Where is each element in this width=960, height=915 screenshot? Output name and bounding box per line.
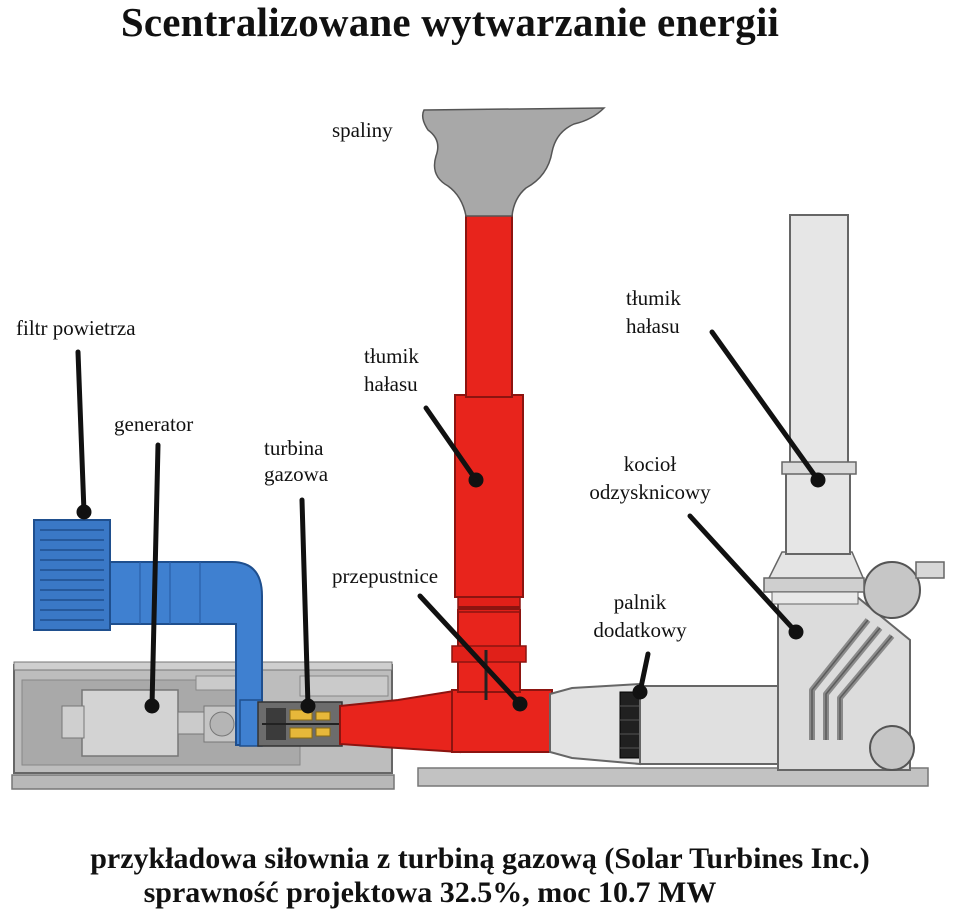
label-gas-turbine-line1: turbina xyxy=(264,436,324,460)
leader-generator xyxy=(144,442,161,714)
leader-burner xyxy=(632,651,651,700)
label-burner-line1: palnik xyxy=(613,590,667,614)
label-boiler-line1: kocioł xyxy=(623,452,677,476)
leader-dampers xyxy=(417,593,528,712)
label-boiler-line2: odzysknicowy xyxy=(589,480,711,504)
label-silencer-left-line1: tłumik xyxy=(364,344,419,368)
label-dampers: przepustnice xyxy=(332,564,439,588)
page-title: Scentralizowane wytwarzanie energii xyxy=(120,0,780,45)
base-platforms xyxy=(11,767,929,790)
air-intake-duct xyxy=(33,519,263,747)
label-silencer-right-line2: hałasu xyxy=(626,314,680,338)
label-silencer-right-line1: tłumik xyxy=(626,286,681,310)
exhaust-duct xyxy=(339,214,553,754)
label-burner-line2: dodatkowy xyxy=(593,618,687,642)
leader-boiler xyxy=(687,513,804,640)
label-exhaust: spaliny xyxy=(332,118,393,142)
leader-gas-turbine xyxy=(299,497,316,714)
gas-turbine-core xyxy=(257,701,343,747)
label-generator: generator xyxy=(114,412,194,436)
label-gas-turbine-line2: gazowa xyxy=(264,462,329,486)
leader-silencer-right xyxy=(709,329,826,488)
label-silencer-left-line2: hałasu xyxy=(364,372,418,396)
label-air-filter: filtr powietrza xyxy=(16,316,136,340)
leader-silencer-left xyxy=(423,405,484,488)
leader-air-filter xyxy=(75,349,92,520)
exhaust-plume xyxy=(421,107,606,217)
caption-line1: przykładowa siłownia z turbiną gazową (S… xyxy=(90,842,870,875)
caption-line2: sprawność projektowa 32.5%, moc 10.7 MW xyxy=(143,876,717,909)
